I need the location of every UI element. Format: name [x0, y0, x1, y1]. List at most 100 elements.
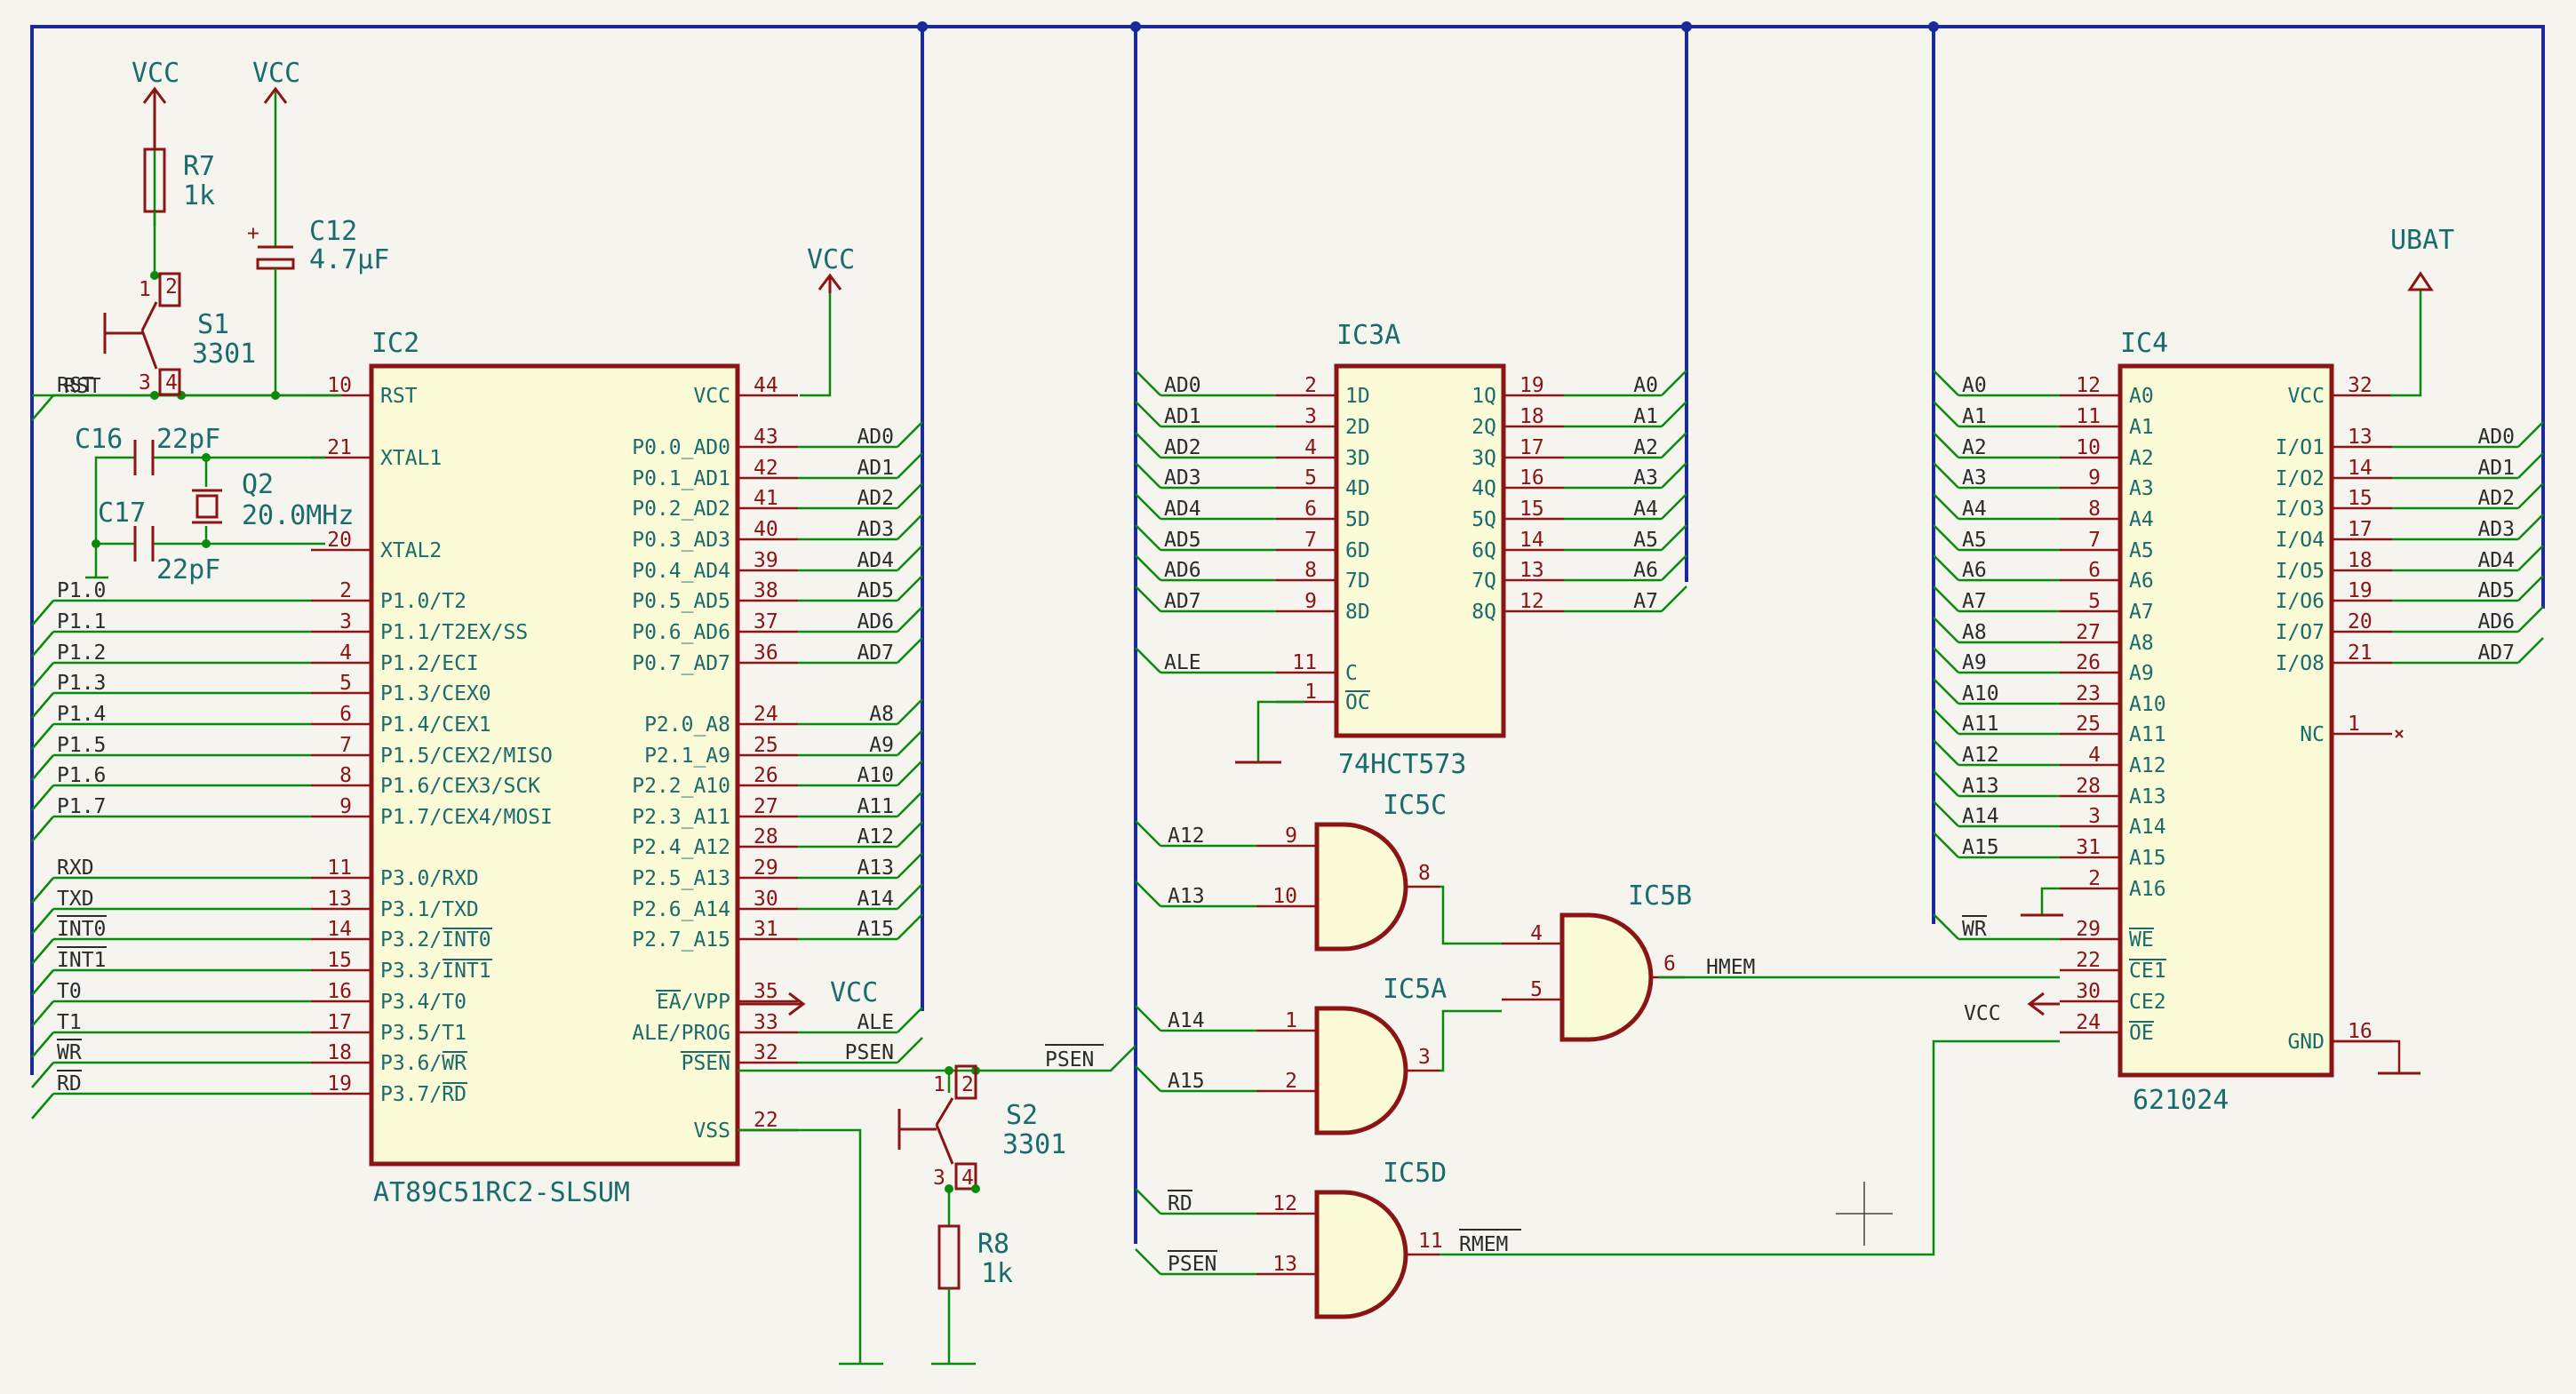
svg-text:3: 3 [339, 610, 352, 633]
svg-text:42: 42 [754, 457, 778, 480]
ic4-body[interactable] [2117, 363, 2334, 1078]
svg-text:A1: A1 [1962, 405, 1987, 428]
svg-text:ALE/PROG: ALE/PROG [632, 1022, 730, 1045]
ic2-body[interactable] [369, 363, 740, 1167]
svg-text:2D: 2D [1345, 416, 1370, 439]
ic3a-body[interactable] [1334, 363, 1506, 738]
